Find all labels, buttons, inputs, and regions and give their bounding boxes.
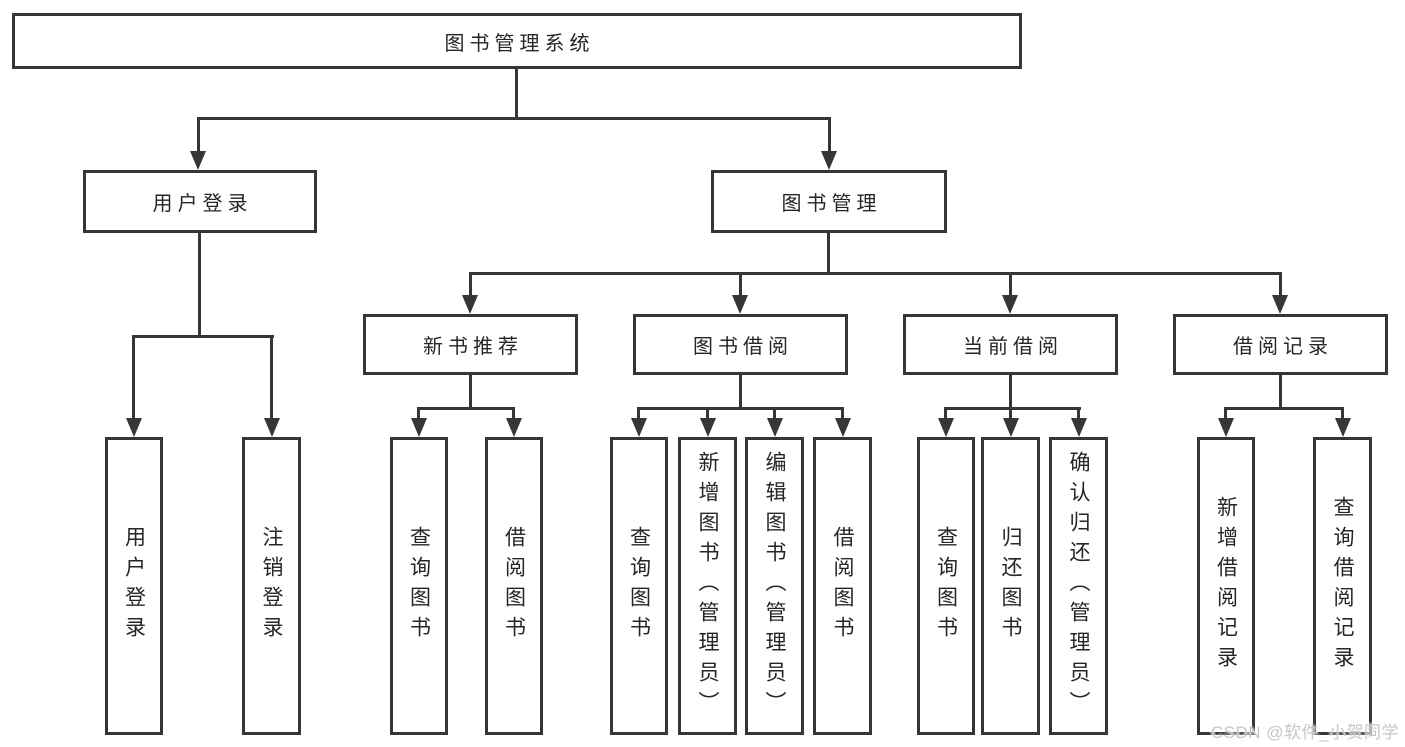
node-root: 图书管理系统 (12, 13, 1022, 69)
connector-line (417, 407, 420, 421)
connector-line (198, 232, 201, 337)
connector-line (827, 232, 830, 275)
arrow-down-icon (821, 151, 837, 170)
connector-line (1224, 407, 1227, 421)
leaf-user-login: 用户登录 (105, 437, 163, 735)
connector-line (132, 335, 274, 338)
leaf-newbook-query: 查询图书 (390, 437, 448, 735)
arrow-down-icon (835, 418, 851, 437)
arrow-down-icon (126, 418, 142, 437)
connector-line (637, 407, 844, 410)
node-user-login: 用户登录 (83, 170, 317, 233)
connector-line (739, 272, 742, 298)
connector-line (197, 117, 200, 152)
arrow-down-icon (411, 418, 427, 437)
connector-line (1009, 374, 1012, 410)
leaf-borrow-borrow: 借阅图书 (813, 437, 872, 735)
arrow-down-icon (190, 151, 206, 170)
connector-line (828, 117, 831, 152)
arrow-down-icon (264, 418, 280, 437)
node-new-book: 新书推荐 (363, 314, 578, 375)
arrow-down-icon (1003, 418, 1019, 437)
connector-line (469, 374, 472, 410)
connector-line (706, 407, 709, 421)
leaf-borrow-edit: 编辑图书（管理员） (745, 437, 804, 735)
connector-line (1224, 407, 1344, 410)
connector-line (841, 407, 844, 421)
leaf-borrow-add: 新增图书（管理员） (678, 437, 737, 735)
connector-line (773, 407, 776, 421)
connector-line (197, 117, 831, 120)
arrow-down-icon (1071, 418, 1087, 437)
connector-line (637, 407, 640, 421)
arrow-down-icon (1002, 295, 1018, 314)
leaf-logout: 注销登录 (242, 437, 301, 735)
connector-line (469, 272, 472, 298)
arrow-down-icon (462, 295, 478, 314)
connector-line (944, 407, 1081, 410)
node-book-mgmt: 图书管理 (711, 170, 947, 233)
arrow-down-icon (732, 295, 748, 314)
node-book-borrow: 图书借阅 (633, 314, 848, 375)
connector-line (1009, 272, 1012, 298)
connector-line (132, 335, 135, 419)
watermark: CSDN @软件_小贺同学 (1210, 723, 1399, 742)
connector-line (515, 68, 518, 119)
node-borrow-records: 借阅记录 (1173, 314, 1388, 375)
connector-line (1009, 407, 1012, 421)
connector-line (944, 407, 947, 421)
arrow-down-icon (700, 418, 716, 437)
leaf-current-confirm: 确认归还（管理员） (1049, 437, 1108, 735)
connector-line (512, 407, 515, 421)
leaf-records-add: 新增借阅记录 (1197, 437, 1255, 735)
arrow-down-icon (767, 418, 783, 437)
connector-line (1341, 407, 1344, 421)
arrow-down-icon (631, 418, 647, 437)
leaf-current-return: 归还图书 (981, 437, 1040, 735)
connector-line (469, 272, 1282, 275)
arrow-down-icon (1335, 418, 1351, 437)
connector-line (1279, 272, 1282, 298)
leaf-records-query: 查询借阅记录 (1313, 437, 1372, 735)
arrow-down-icon (1218, 418, 1234, 437)
node-current-borrow: 当前借阅 (903, 314, 1118, 375)
connector-line (739, 374, 742, 410)
connector-line (1077, 407, 1080, 421)
connector-line (1279, 374, 1282, 410)
arrow-down-icon (938, 418, 954, 437)
arrow-down-icon (1272, 295, 1288, 314)
leaf-borrow-query: 查询图书 (610, 437, 668, 735)
connector-line (417, 407, 515, 410)
arrow-down-icon (506, 418, 522, 437)
leaf-newbook-borrow: 借阅图书 (485, 437, 543, 735)
connector-line (270, 335, 273, 419)
leaf-current-query: 查询图书 (917, 437, 975, 735)
